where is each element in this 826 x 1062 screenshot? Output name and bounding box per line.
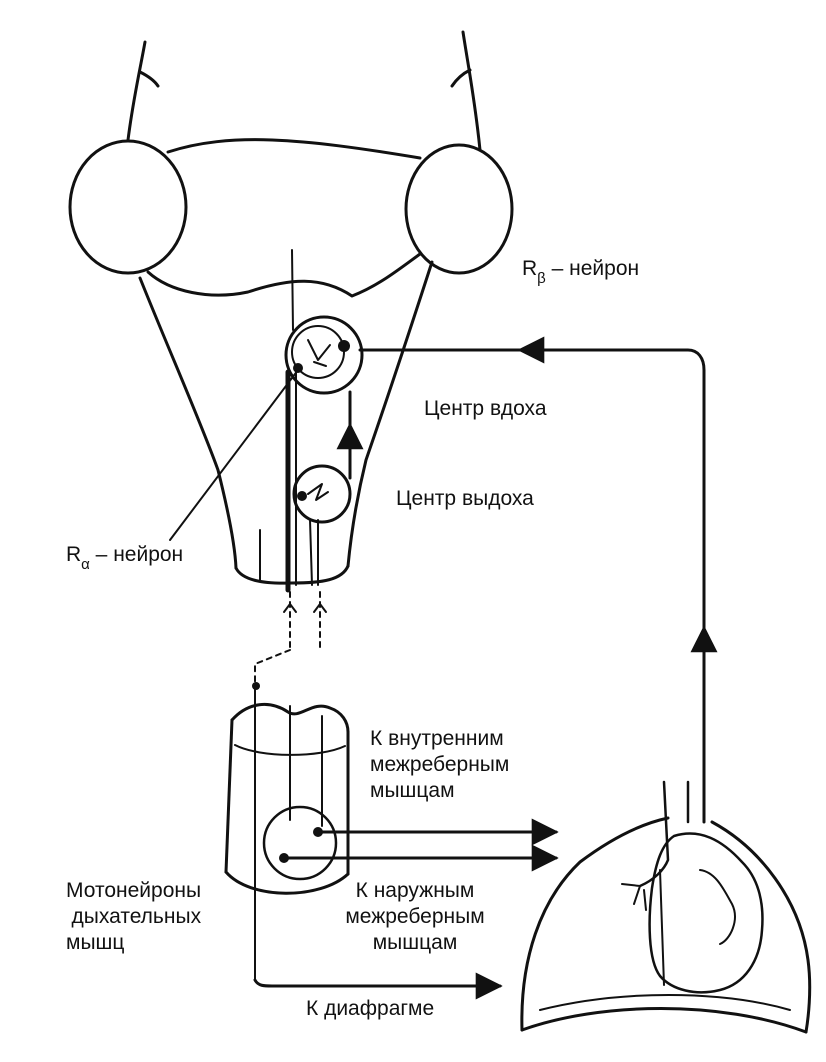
internal-intercostal-label: К внутренним межреберным мышцам <box>370 727 510 802</box>
inspiration-center-label: Центр вдоха <box>424 397 547 420</box>
inspiration-center-circle <box>284 315 364 395</box>
brainstem <box>68 30 514 585</box>
r-beta-neuron-label: Rβ – нейрон <box>522 257 640 287</box>
descending-pathways <box>252 591 327 690</box>
expiration-center-label: Центр выдоха <box>396 487 534 510</box>
left-oval <box>68 139 188 275</box>
afferent-to-center-arrow <box>517 336 706 630</box>
expiration-center-circle <box>292 464 352 524</box>
external-intercostal-label: К наружным межреберным мышцам <box>345 879 485 954</box>
r-alpha-neuron-label: Rα – нейрон <box>66 543 184 573</box>
motoneurons-label: Мотонейроны дыхательных мышц <box>66 879 202 954</box>
r-alpha-pointer <box>169 369 299 541</box>
diaphragm-label: К диафрагме <box>306 997 435 1020</box>
heart <box>648 832 764 994</box>
arrow-diaphragm <box>253 972 503 1000</box>
right-oval <box>404 143 514 275</box>
spinal-cord <box>224 685 350 981</box>
lungs <box>520 780 812 1034</box>
motoneuron-circle <box>262 805 338 881</box>
